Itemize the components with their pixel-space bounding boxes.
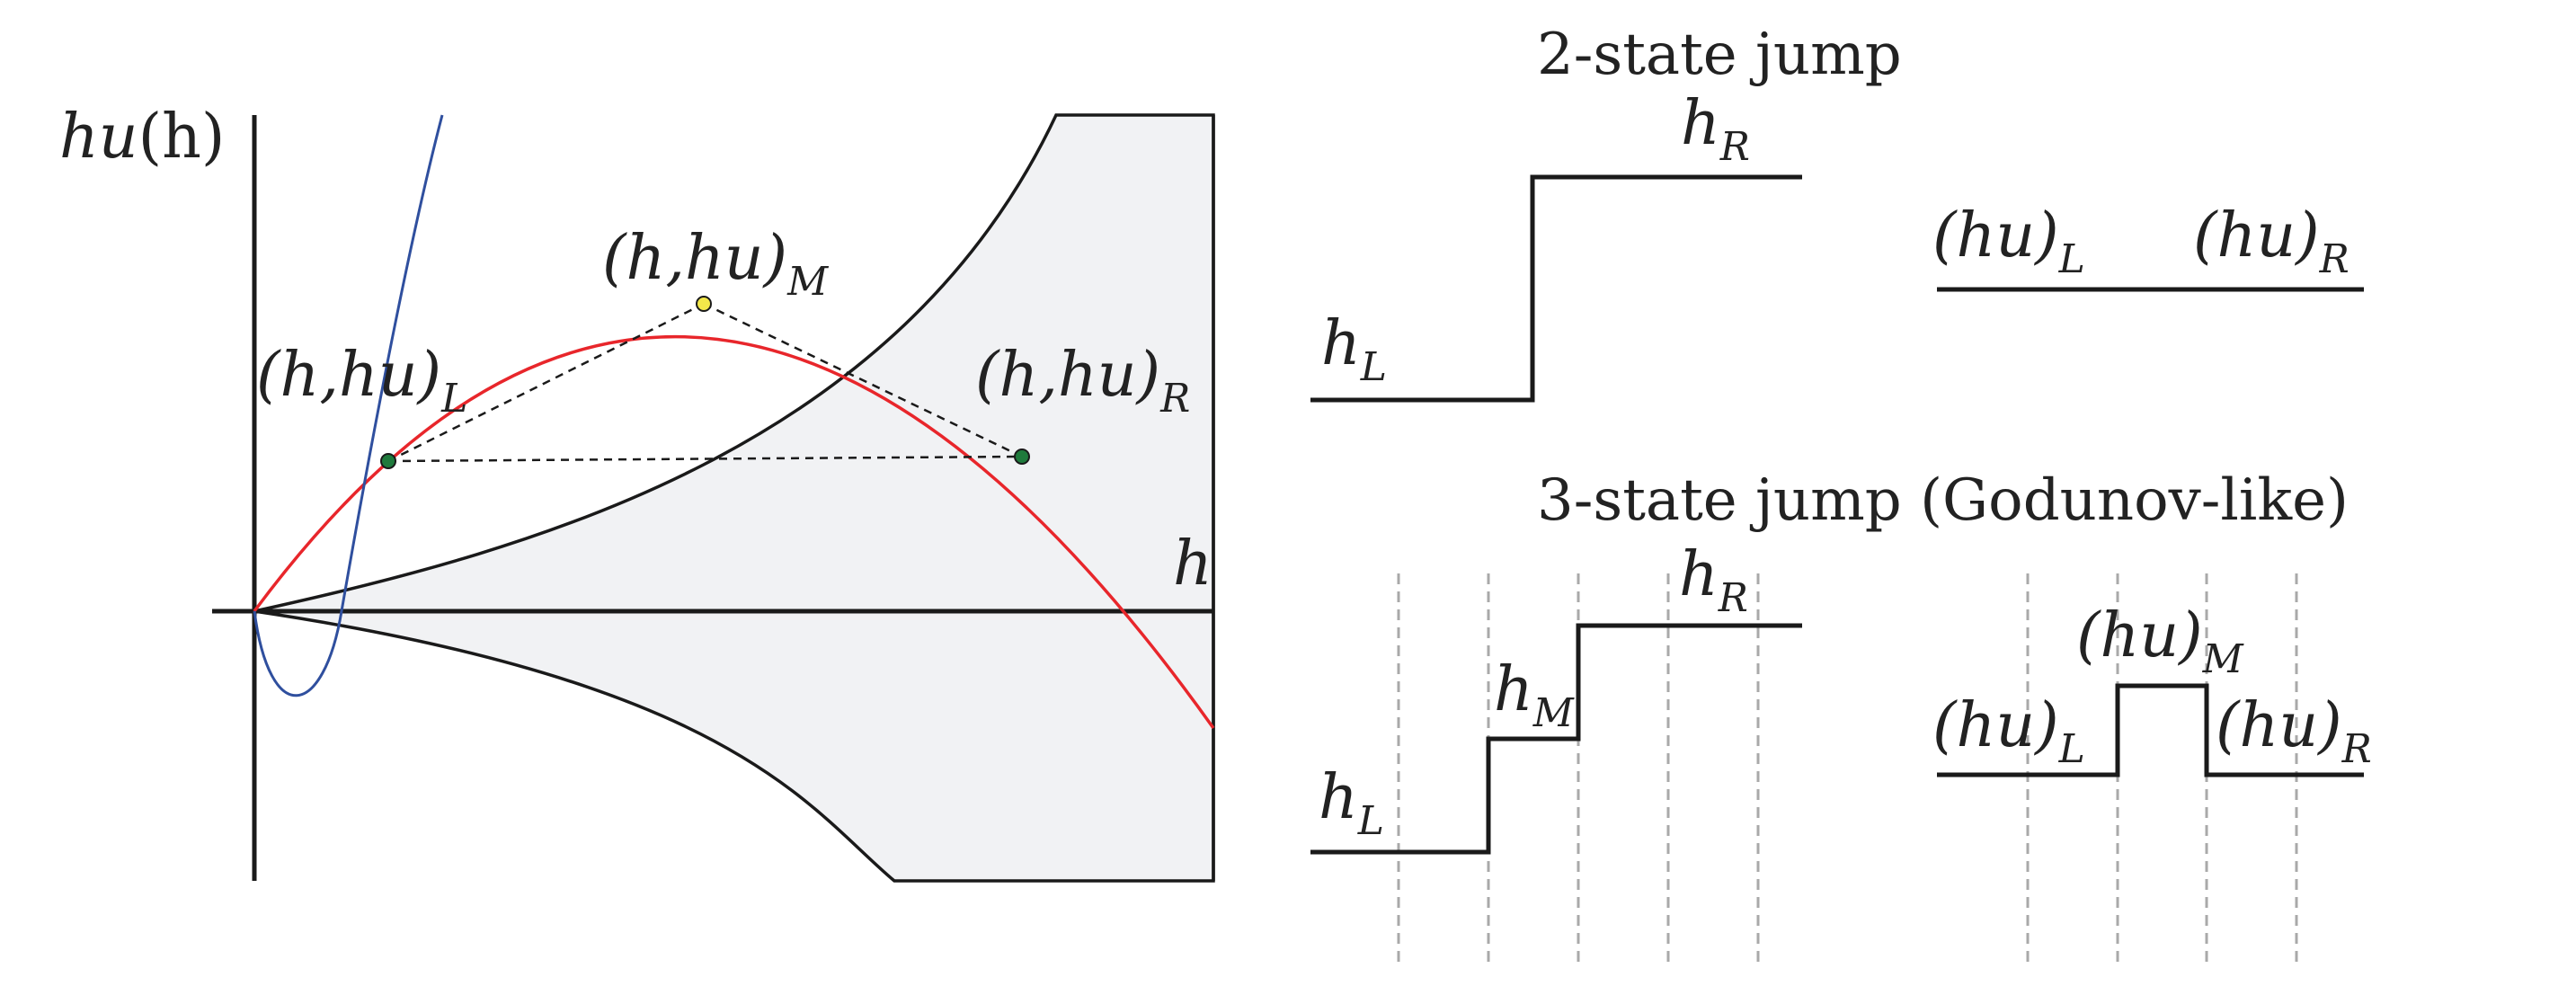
blue-curve xyxy=(253,114,444,697)
phase-plot: hu(h) h (h,hu)L (h,hu)M (h,hu)R xyxy=(59,102,1215,883)
three-state-h-L-label: hL xyxy=(1319,762,1384,844)
two-state-h-R-label: hR xyxy=(1681,88,1750,170)
chord-L-R xyxy=(387,455,1023,463)
point-M xyxy=(696,296,712,312)
point-L xyxy=(380,453,396,469)
three-state-hu-R-label: (hu)R xyxy=(2216,690,2372,772)
chord-M-R xyxy=(703,302,1023,458)
two-state-hu-L-label: (hu)L xyxy=(1932,200,2085,282)
two-state-panel: 2-state jump hL hR (hu)L (hu)R xyxy=(1310,22,2364,403)
three-state-h-R-label: hR xyxy=(1679,539,1748,621)
label-R: (h,hu)R xyxy=(975,340,1190,422)
two-state-title: 2-state jump xyxy=(1537,22,1902,88)
x-axis-label: h xyxy=(1173,529,1212,600)
point-R xyxy=(1014,449,1030,465)
three-state-h-M-label: hM xyxy=(1494,654,1575,736)
three-state-title: 3-state jump (Godunov-like) xyxy=(1537,467,2349,534)
y-axis-label: hu(h) xyxy=(59,102,225,173)
three-state-h-step xyxy=(1310,623,1802,855)
label-L: (h,hu)L xyxy=(256,340,467,422)
three-state-hu-M-label: (hu)M xyxy=(2076,600,2244,682)
two-state-h-step xyxy=(1310,174,1802,403)
three-state-panel: 3-state jump (Godunov-like) hL hM hR (hu… xyxy=(1310,467,2372,962)
admissible-region xyxy=(253,113,1215,883)
chord-L-M xyxy=(387,302,705,463)
three-state-hu-L-label: (hu)L xyxy=(1932,690,2085,772)
two-state-hu-R-label: (hu)R xyxy=(2193,200,2349,282)
three-state-hu-step xyxy=(1937,683,2364,777)
two-state-h-L-label: hL xyxy=(1321,308,1387,390)
label-M: (h,hu)M xyxy=(602,223,829,305)
